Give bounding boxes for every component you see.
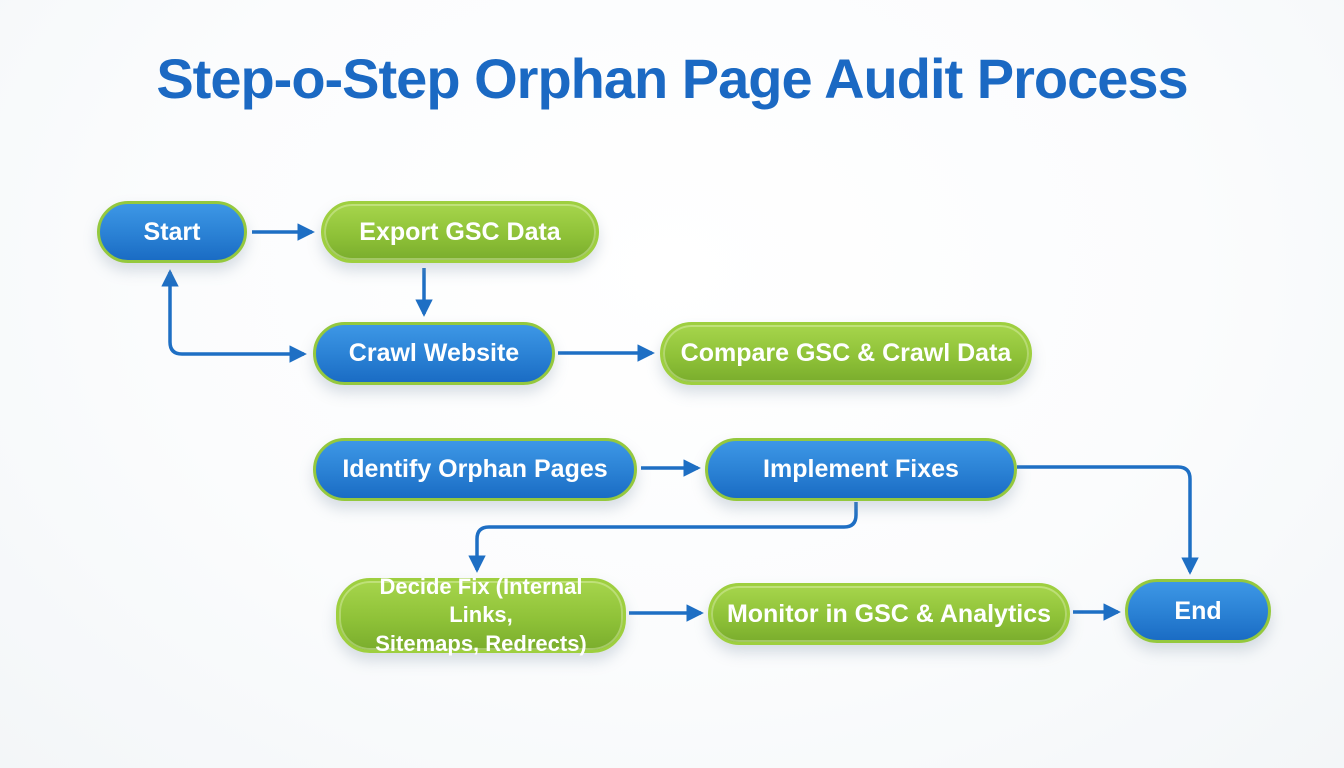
node-decide-fix: Decide Fix (Internal Links, Sitemaps, Re… [336,574,626,656]
node-compare-gsc-crawl-data: Compare GSC & Crawl Data [660,322,1032,385]
node-crawl-label: Crawl Website [348,339,520,368]
edge-crawl-start-loop [161,269,307,363]
node-start: Start [97,201,247,263]
node-compare-label: Compare GSC & Crawl Data [680,339,1012,368]
node-decide-label: Decide Fix (Internal Links, Sitemaps, Re… [375,573,587,656]
node-implement-label: Implement Fixes [763,455,959,484]
page-title: Step-o-Step Orphan Page Audit Process [156,47,1188,110]
node-monitor-label: Monitor in GSC & Analytics [726,599,1052,628]
node-end-label: End [1174,596,1222,625]
node-monitor-gsc-analytics: Monitor in GSC & Analytics [708,583,1070,645]
node-end: End [1125,579,1271,643]
node-export-gsc-data: Export GSC Data [321,201,599,263]
node-crawl-website: Crawl Website [313,322,555,385]
node-identify-orphan-pages: Identify Orphan Pages [313,438,637,501]
edge-implement-to-end [1017,465,1199,575]
edge-implement-to-decide [468,502,858,573]
node-implement-fixes: Implement Fixes [705,438,1017,501]
node-export-label: Export GSC Data [359,217,561,246]
node-identify-label: Identify Orphan Pages [342,455,608,484]
node-start-label: Start [143,217,201,246]
